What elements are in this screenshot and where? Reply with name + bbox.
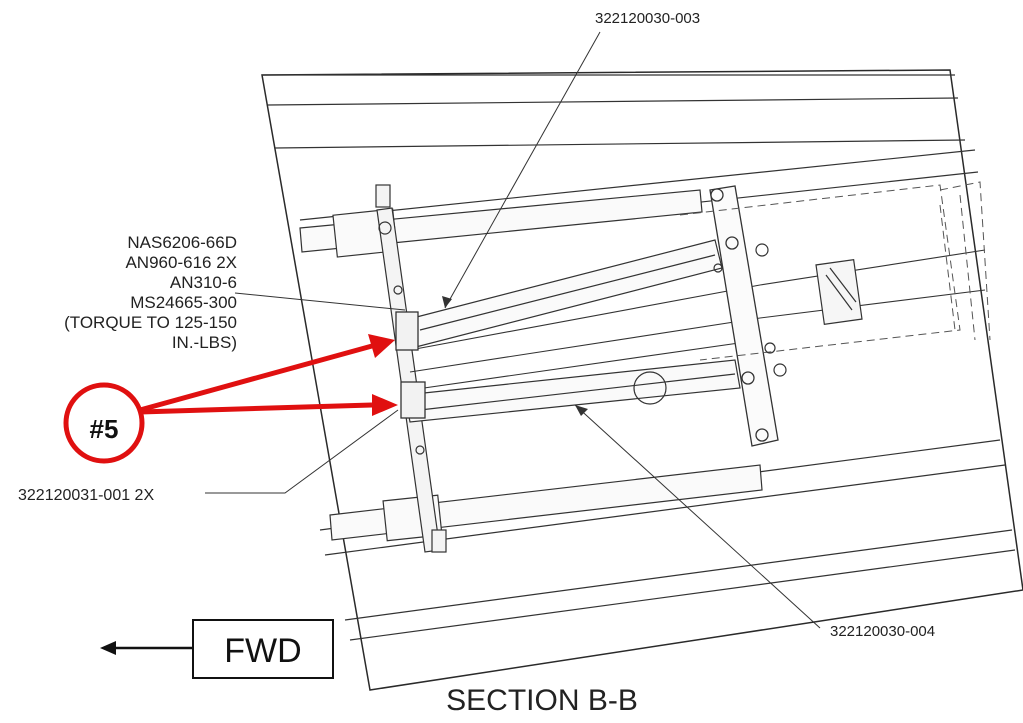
hardware-line-5: (TORQUE TO 125-150 [64, 313, 237, 332]
bracket-plate [709, 185, 779, 447]
bottom-tube [329, 464, 763, 542]
fwd-box [192, 619, 334, 679]
part-label-top: 322120030-003 [595, 10, 700, 27]
hardware-line-1: NAS6206-66D [127, 233, 237, 252]
center-channel [409, 249, 986, 391]
hardware-callout: NAS6206-66D AN960-616 2X AN310-6 MS24665… [64, 233, 237, 352]
hardware-line-6: IN.-LBS) [172, 333, 237, 352]
fwd-arrow-head [100, 641, 116, 655]
fwd-label: FWD [224, 632, 301, 670]
arrowhead-upper [368, 334, 395, 358]
leader-arrow-bottom [575, 405, 588, 416]
lower-arm [404, 359, 741, 423]
section-boundary [261, 69, 1023, 691]
hardware-circles [633, 243, 787, 405]
marker-label: #5 [90, 414, 119, 444]
part-label-left: 322120031-001 2X [18, 487, 154, 504]
section-title: SECTION B-B [446, 684, 638, 717]
leader-lines [205, 31, 821, 629]
highlight-arrows [139, 343, 373, 415]
leader-arrow-top [442, 296, 452, 308]
hidden-lines [679, 181, 991, 361]
left-vertical-tube [375, 184, 447, 553]
clevis-brackets [395, 311, 426, 419]
hardware-line-3: AN310-6 [170, 273, 237, 292]
arrowhead-lower [372, 394, 398, 416]
hardware-line-4: MS24665-300 [130, 293, 237, 312]
right-block [815, 258, 863, 326]
hardware-line-2: AN960-616 2X [125, 253, 237, 272]
part-label-bottom: 322120030-004 [830, 623, 935, 640]
top-tube [299, 189, 703, 258]
marker-circle [63, 382, 145, 464]
